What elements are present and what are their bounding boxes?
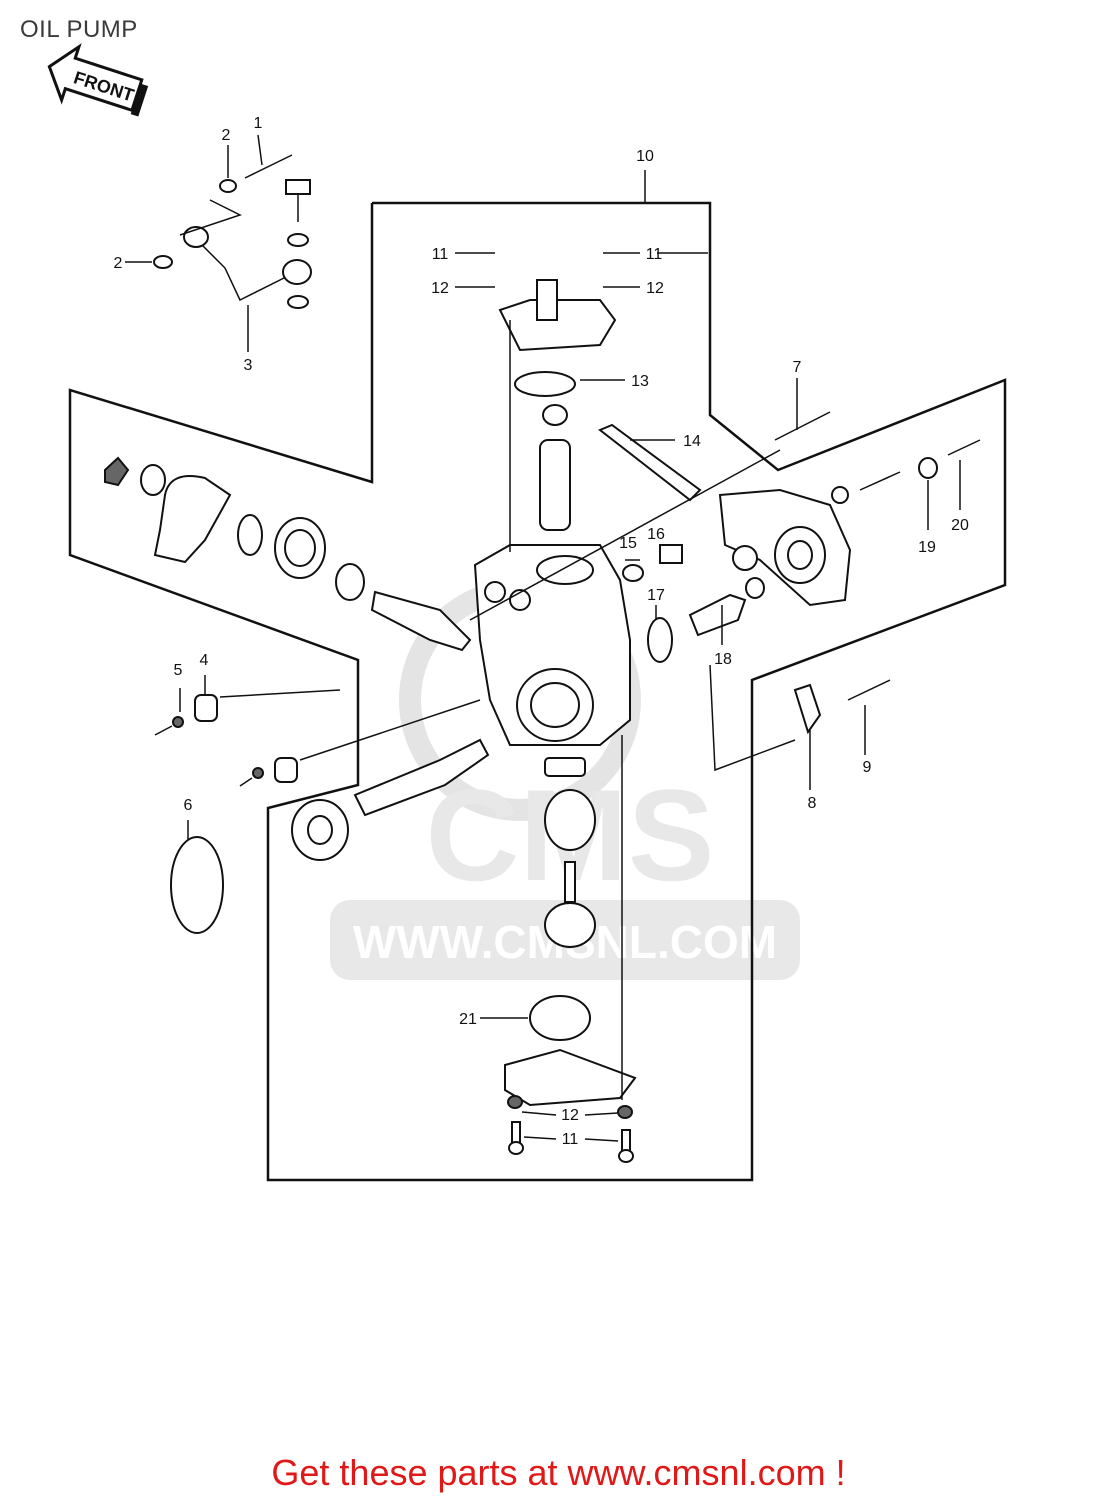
callout-16: 16 <box>647 526 665 543</box>
callout-2: 2 <box>222 127 231 144</box>
callout-15: 15 <box>619 535 637 552</box>
pump-body <box>473 279 631 746</box>
banjo-bolt-group <box>125 134 312 352</box>
callout-12: 12 <box>431 280 449 297</box>
callout-12: 12 <box>561 1107 579 1124</box>
callout-1: 1 <box>254 115 263 132</box>
callout-8: 8 <box>808 795 817 812</box>
callout-20: 20 <box>951 517 969 534</box>
callout-11: 11 <box>562 1131 579 1148</box>
callout-14: 14 <box>683 433 701 450</box>
callout-6: 6 <box>184 797 193 814</box>
callout-2: 2 <box>114 255 123 272</box>
callout-3: 3 <box>244 357 253 374</box>
footer-promo-text: Get these parts at www.cmsnl.com ! <box>271 1452 846 1493</box>
assembly-frame <box>68 201 1007 1182</box>
callout-21: 21 <box>459 1011 477 1028</box>
callout-numbers: 1 2 2 3 4 5 6 7 8 9 10 11 11 11 12 12 12… <box>114 115 969 1148</box>
callout-19: 19 <box>918 539 936 556</box>
leader-lines <box>455 170 961 1142</box>
left-shaft-group <box>104 456 490 934</box>
callout-5: 5 <box>174 662 183 679</box>
callout-10: 10 <box>636 148 654 165</box>
callout-11: 11 <box>432 246 449 263</box>
callout-18: 18 <box>714 651 732 668</box>
diagram-title: OIL PUMP <box>20 16 138 43</box>
callout-9: 9 <box>863 759 872 776</box>
lower-gear-group <box>504 757 637 1163</box>
front-arrow-icon: FRONT <box>47 43 149 117</box>
callout-11: 11 <box>646 246 663 263</box>
callout-12: 12 <box>646 280 664 297</box>
right-housing-group <box>598 252 981 735</box>
callout-7: 7 <box>793 359 802 376</box>
callout-17: 17 <box>647 587 665 604</box>
callout-4: 4 <box>200 652 209 669</box>
callout-13: 13 <box>631 373 649 390</box>
